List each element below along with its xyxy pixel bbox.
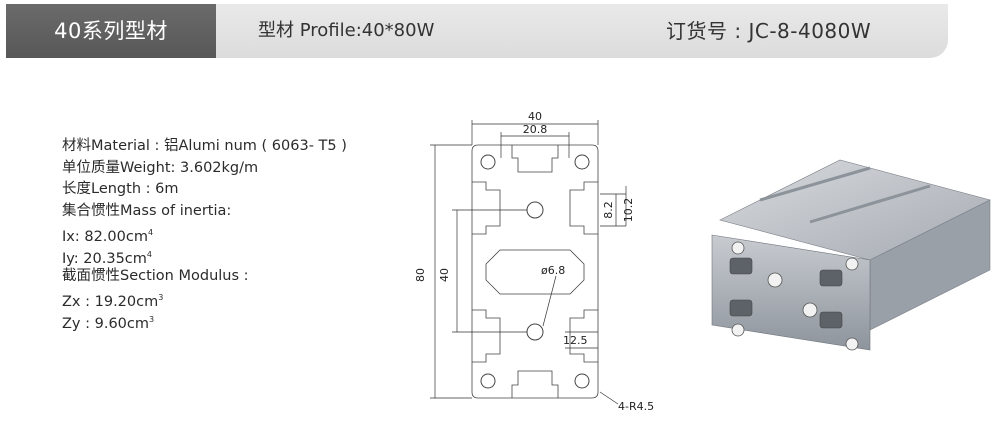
spec-zx-value: Zx : 19.20cm <box>62 294 159 311</box>
render-hole-2 <box>845 257 859 271</box>
series-title: 40系列型材 <box>54 19 168 43</box>
spec-zy-value: Zy : 9.60cm <box>62 315 149 332</box>
right-slot-upper <box>569 181 598 235</box>
top-slot <box>511 145 559 173</box>
corner-hole-br <box>574 373 590 389</box>
profile-3d-render <box>711 159 991 351</box>
spec-ix-exponent: 4 <box>147 228 154 238</box>
spec-inertia-title: 集合惯性Mass of inertia: <box>62 202 232 219</box>
dim-slot-depth2: 10.2 <box>622 198 635 223</box>
left-slot-upper <box>472 181 501 235</box>
dim-center-height: 40 <box>438 268 451 282</box>
center-hole-lower <box>526 323 544 341</box>
dim-edge-offset: 12.5 <box>563 334 588 347</box>
dim-hole-diameter: ø6.8 <box>541 264 565 277</box>
bottom-slot <box>511 370 559 398</box>
spec-ix-value: Ix: 82.00cm <box>62 229 148 246</box>
dim-slot-spacing: 20.8 <box>523 123 548 136</box>
header-series-block <box>6 4 216 58</box>
spec-list: 材料Material : 铝Alumi num ( 6063- T5 ) 单位质… <box>62 136 347 332</box>
right-slot-lower <box>569 309 598 363</box>
render-hole-6 <box>802 302 818 318</box>
spec-zx-exponent: 3 <box>158 293 164 303</box>
spec-zy: Zy : 9.60cm3 <box>62 309 347 332</box>
render-hole-4 <box>845 337 859 351</box>
order-number: 订货号 : JC-8-4080W <box>666 19 872 43</box>
center-hole-upper <box>526 201 544 219</box>
render-hole-5 <box>767 272 783 288</box>
spec-iy-exponent: 4 <box>146 249 152 259</box>
corner-hole-tl <box>480 154 496 170</box>
left-slot-lower <box>472 309 501 363</box>
spec-iy: Iy: 20.35cm4 <box>62 244 347 267</box>
profile-label: 型材 Profile:40*80W <box>258 20 435 41</box>
cross-section-drawing: 40 20.8 80 40 8.2 10.2 ø6.8 12.5 4-R4.5 <box>414 110 654 413</box>
spec-iy-value: Iy: 20.35cm <box>62 250 147 267</box>
dim-height-total: 80 <box>414 268 427 282</box>
spec-material: 材料Material : 铝Alumi num ( 6063- T5 ) <box>62 138 347 154</box>
corner-hole-tr <box>574 154 590 170</box>
dim-width-total: 40 <box>528 110 542 123</box>
render-hole-1 <box>731 241 745 255</box>
corner-hole-bl <box>480 373 496 389</box>
spec-zx: Zx : 19.20cm3 <box>62 287 347 311</box>
spec-zy-exponent: 3 <box>149 314 155 324</box>
spec-modulus-title: 截面惯性Section Modulus : <box>62 267 249 284</box>
render-hole-3 <box>731 323 745 337</box>
dim-slot-depth: 8.2 <box>602 201 615 219</box>
center-cavity <box>485 249 585 295</box>
spec-length: 长度Length : 6m <box>62 181 179 198</box>
dim-corner-radius: 4-R4.5 <box>618 400 654 413</box>
profile-outline <box>471 144 599 399</box>
spec-weight: 单位质量Weight: 3.602kg/m <box>62 159 259 176</box>
spec-ix: Ix: 82.00cm4 <box>62 222 347 246</box>
